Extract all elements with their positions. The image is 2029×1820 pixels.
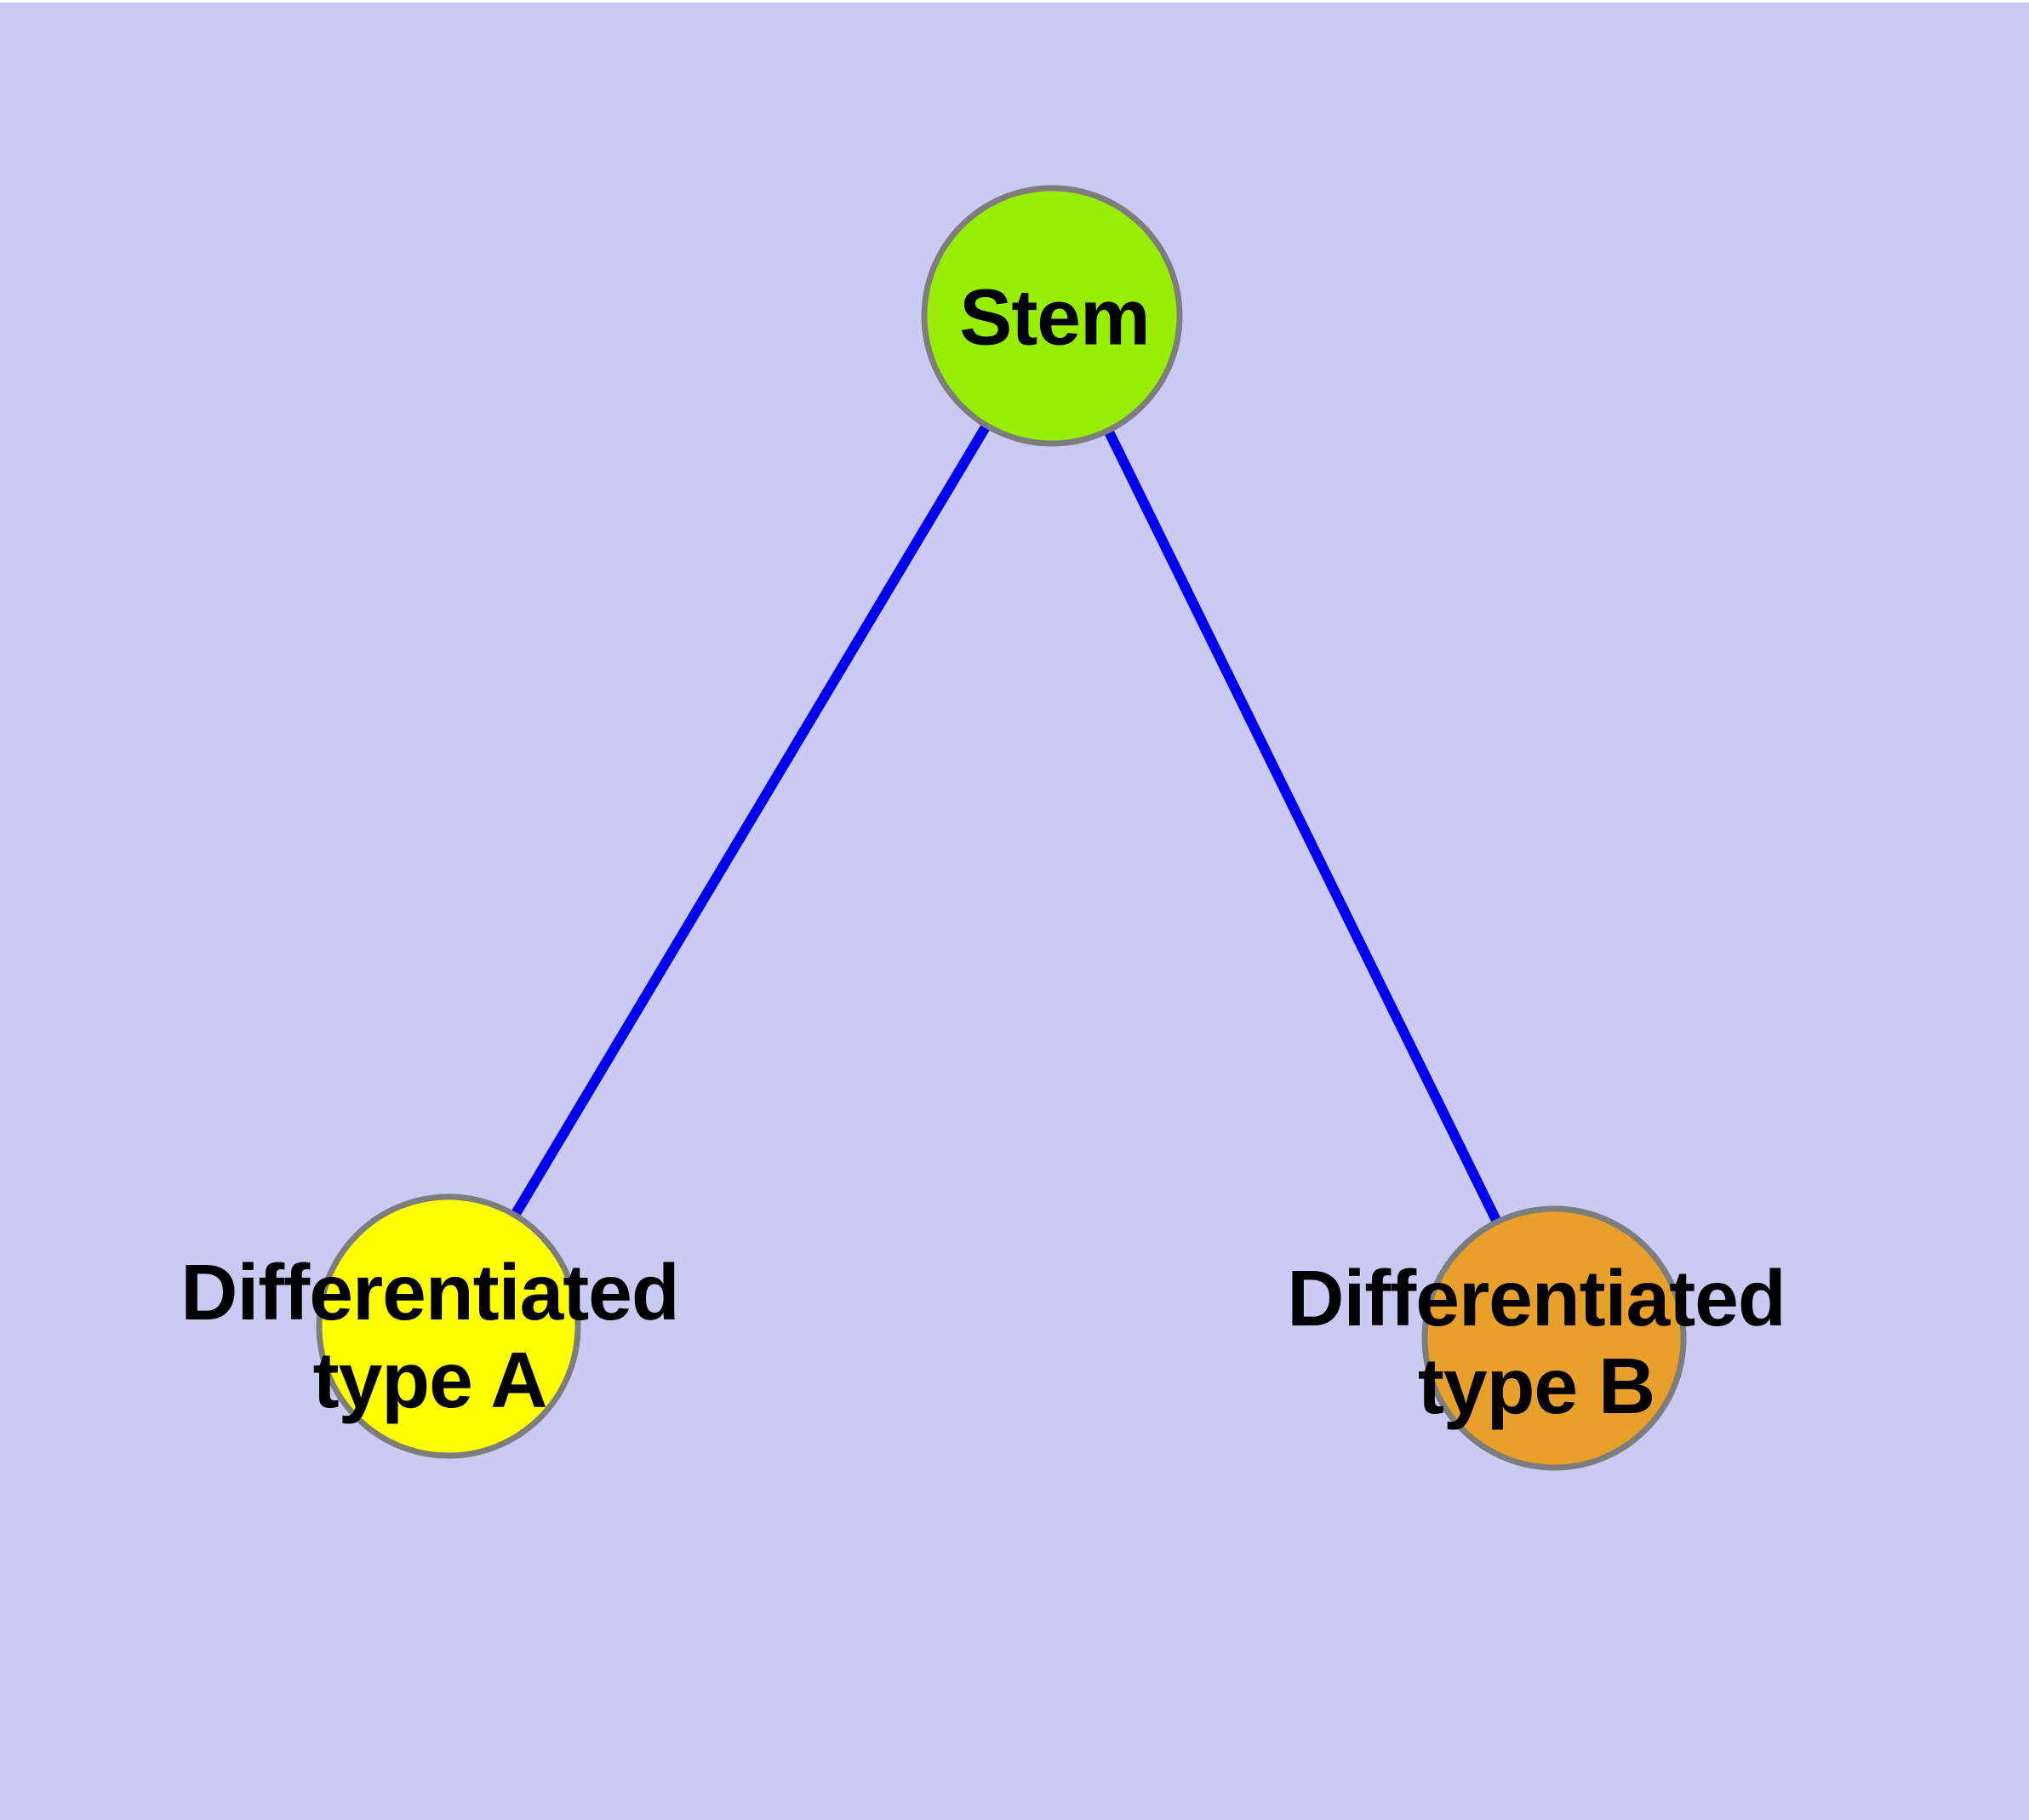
edge-stem-to-type-b — [1047, 313, 1559, 1341]
node-type-b-circle — [1421, 1205, 1687, 1471]
node-stem-label: Stem — [959, 272, 1150, 362]
node-stem-circle — [921, 185, 1183, 447]
node-type-a-label: Differentiated type A — [180, 1247, 679, 1424]
graph-canvas: Stem Differentiated type A Differentiate… — [0, 3, 2029, 1820]
top-margin — [0, 0, 2029, 3]
node-type-b-label: Differentiated type B — [1287, 1253, 1786, 1430]
node-type-a-circle — [316, 1193, 581, 1459]
graph-svg — [316, 185, 1687, 1471]
edge-stem-to-type-a — [443, 312, 1057, 1330]
